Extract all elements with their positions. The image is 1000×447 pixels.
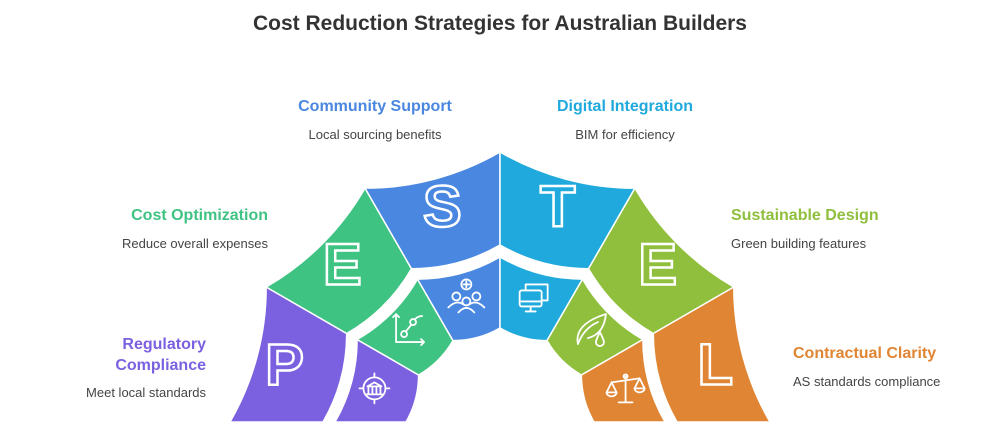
- letter-s: S: [423, 175, 462, 240]
- community-people-icon: [447, 278, 486, 314]
- desc-digital-integration: BIM for efficiency: [575, 127, 675, 142]
- segment-cost-optimization: E: [264, 186, 454, 376]
- scales-icon: [605, 373, 646, 404]
- desc-cost-optimization: Reduce overall expenses: [122, 236, 268, 251]
- monitors-icon: [518, 283, 549, 313]
- label-contractual-clarity: Contractual Clarity: [793, 345, 937, 362]
- diagram-title: Cost Reduction Strategies for Australian…: [253, 12, 747, 35]
- outer-segment: [652, 285, 772, 423]
- label-community-support: Community Support: [298, 98, 452, 115]
- desc-regulatory-compliance: Meet local standards: [86, 385, 206, 400]
- letter-p: P: [265, 332, 304, 397]
- letter-t: T: [540, 175, 575, 240]
- label-cost-optimization: Cost Optimization: [131, 207, 268, 224]
- desc-contractual-clarity: AS standards compliance: [793, 374, 941, 389]
- desc-community-support: Local sourcing benefits: [308, 127, 442, 142]
- growth-chart-icon: [392, 313, 425, 346]
- segment-regulatory-compliance: P: [228, 285, 420, 423]
- letter-l: L: [698, 332, 733, 397]
- label-digital-integration: Digital Integration: [557, 98, 693, 115]
- letter-e: E: [638, 232, 677, 297]
- label-sustainable-design: Sustainable Design: [731, 207, 879, 224]
- government-building-icon: [358, 372, 391, 405]
- desc-sustainable-design: Green building features: [731, 236, 867, 251]
- segment-community-support: S: [363, 150, 501, 342]
- label-line: Compliance: [115, 357, 206, 374]
- leaf-drop-icon: [576, 313, 607, 347]
- segment-sustainable-design: E: [546, 186, 736, 376]
- segment-digital-integration: T: [499, 150, 637, 342]
- letter-e: E: [323, 232, 362, 297]
- label-line: Regulatory: [122, 336, 206, 353]
- segment-contractual-clarity: L: [580, 285, 772, 423]
